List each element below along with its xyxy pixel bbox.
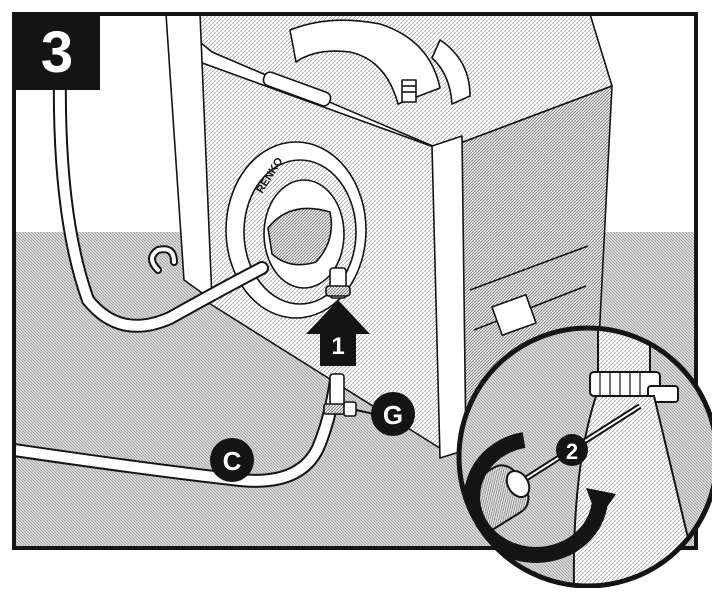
rotation-arrow-2: 2 (464, 432, 616, 563)
callout-c: C (210, 438, 254, 482)
outlet-nozzle (325, 267, 351, 299)
arrow-1-label: 1 (331, 333, 344, 360)
detail-inset: 2 (456, 325, 712, 589)
step-number-badge: 3 (14, 14, 100, 90)
arrow-1: 1 (306, 300, 370, 366)
arrow-2-label: 2 (566, 439, 578, 464)
callout-g-label: G (383, 400, 403, 430)
drain-hose-c (14, 373, 343, 488)
hose-clamp (323, 401, 357, 417)
drain-hose-rear (52, 14, 269, 333)
frame-border (12, 12, 698, 550)
callout-g: G (355, 392, 415, 436)
callout-c-label: C (223, 446, 242, 476)
